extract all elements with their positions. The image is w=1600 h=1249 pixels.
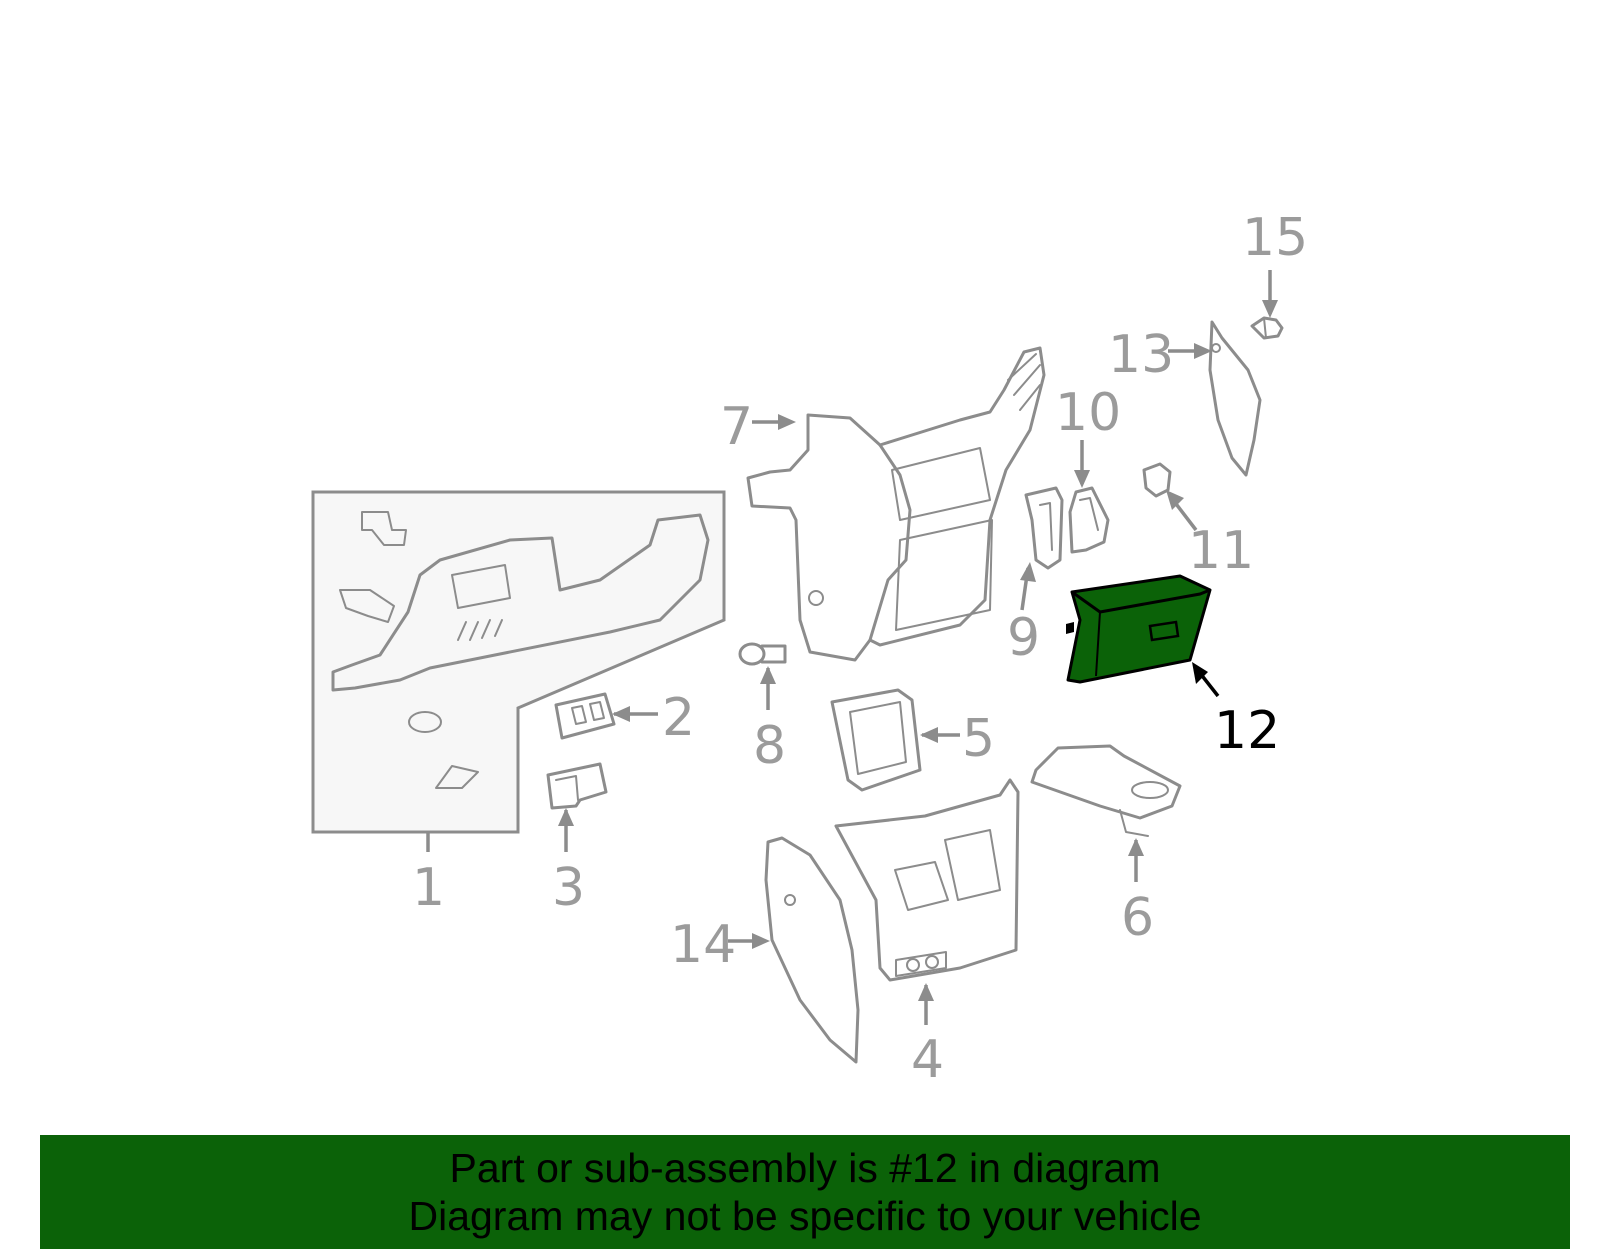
- part-12-glove-box-inner: [1095, 611, 1101, 677]
- part-12-glove-box-rim: [1071, 588, 1211, 614]
- part-6-cup-holder: [1030, 744, 1182, 837]
- arrowhead-10: [1074, 470, 1090, 488]
- part-7-cluster-bezel: [746, 346, 1046, 662]
- banner-line-part-number: Part or sub-assembly is #12 in diagram: [449, 1145, 1161, 1191]
- callout-12: 12: [1214, 701, 1280, 761]
- arrowhead-3: [558, 808, 574, 826]
- callout-14: 14: [670, 915, 736, 975]
- callout-2: 2: [662, 688, 695, 748]
- part-8-push-clip: [738, 642, 787, 666]
- banner-line-disclaimer: Diagram may not be specific to your vehi…: [408, 1193, 1202, 1239]
- part-12-glove-box-handle: [1148, 620, 1180, 642]
- part-1-plug: [408, 711, 442, 733]
- part-1-clip-b: [339, 589, 395, 623]
- arrowhead-9: [1020, 562, 1036, 582]
- part-1-panel-vents: [457, 619, 503, 641]
- callout-5: 5: [962, 709, 995, 769]
- callout-3: 3: [552, 858, 585, 918]
- arrowhead-8: [760, 666, 776, 684]
- part-11-latch: [1142, 462, 1172, 498]
- part-9-bracket: [1024, 486, 1064, 570]
- info-banner: Part or sub-assembly is #12 in diagram D…: [40, 1135, 1570, 1249]
- arrowhead-11: [1166, 490, 1184, 510]
- callout-4: 4: [911, 1030, 944, 1090]
- part-1-clip-a: [361, 511, 407, 546]
- callout-6: 6: [1121, 888, 1154, 948]
- part-1-panel-slot: [451, 564, 511, 609]
- callout-13: 13: [1108, 325, 1174, 385]
- callout-11: 11: [1188, 521, 1254, 581]
- arrowhead-6: [1128, 838, 1144, 856]
- part-12-glove-box-body: [1066, 574, 1212, 684]
- callout-9: 9: [1007, 608, 1040, 668]
- arrowhead-12: [1192, 662, 1208, 684]
- callout-15: 15: [1242, 208, 1308, 268]
- arrowhead-15: [1262, 300, 1278, 318]
- arrowhead-7: [778, 414, 796, 430]
- callout-7: 7: [720, 397, 753, 457]
- part-4-center-trim-panel: [834, 778, 1020, 982]
- part-1-assembly: [311, 490, 726, 834]
- part-2-switch-bezel: [554, 692, 616, 740]
- callout-1: 1: [412, 858, 445, 918]
- part-12-glove-box-pin: [1066, 622, 1074, 634]
- arrowhead-2: [612, 706, 630, 722]
- callout-10: 10: [1055, 383, 1121, 443]
- part-1-panel: [331, 513, 710, 692]
- part-12-glove-box: [1066, 574, 1212, 684]
- part-10-hinge: [1068, 486, 1110, 554]
- part-3-switch: [546, 762, 608, 810]
- part-14-side-panel: [764, 836, 860, 1064]
- part-1-cap: [435, 765, 479, 789]
- arrowhead-14: [752, 933, 770, 949]
- arrowhead-5: [920, 727, 938, 743]
- arrowhead-13: [1194, 343, 1212, 359]
- part-15-push-clip: [1250, 316, 1284, 340]
- part-1-frame: [311, 490, 726, 834]
- arrowhead-4: [918, 983, 934, 1001]
- part-13-side-trim-cover: [1208, 320, 1262, 477]
- callout-8: 8: [753, 716, 786, 776]
- part-5-bracket-unit: [830, 688, 922, 792]
